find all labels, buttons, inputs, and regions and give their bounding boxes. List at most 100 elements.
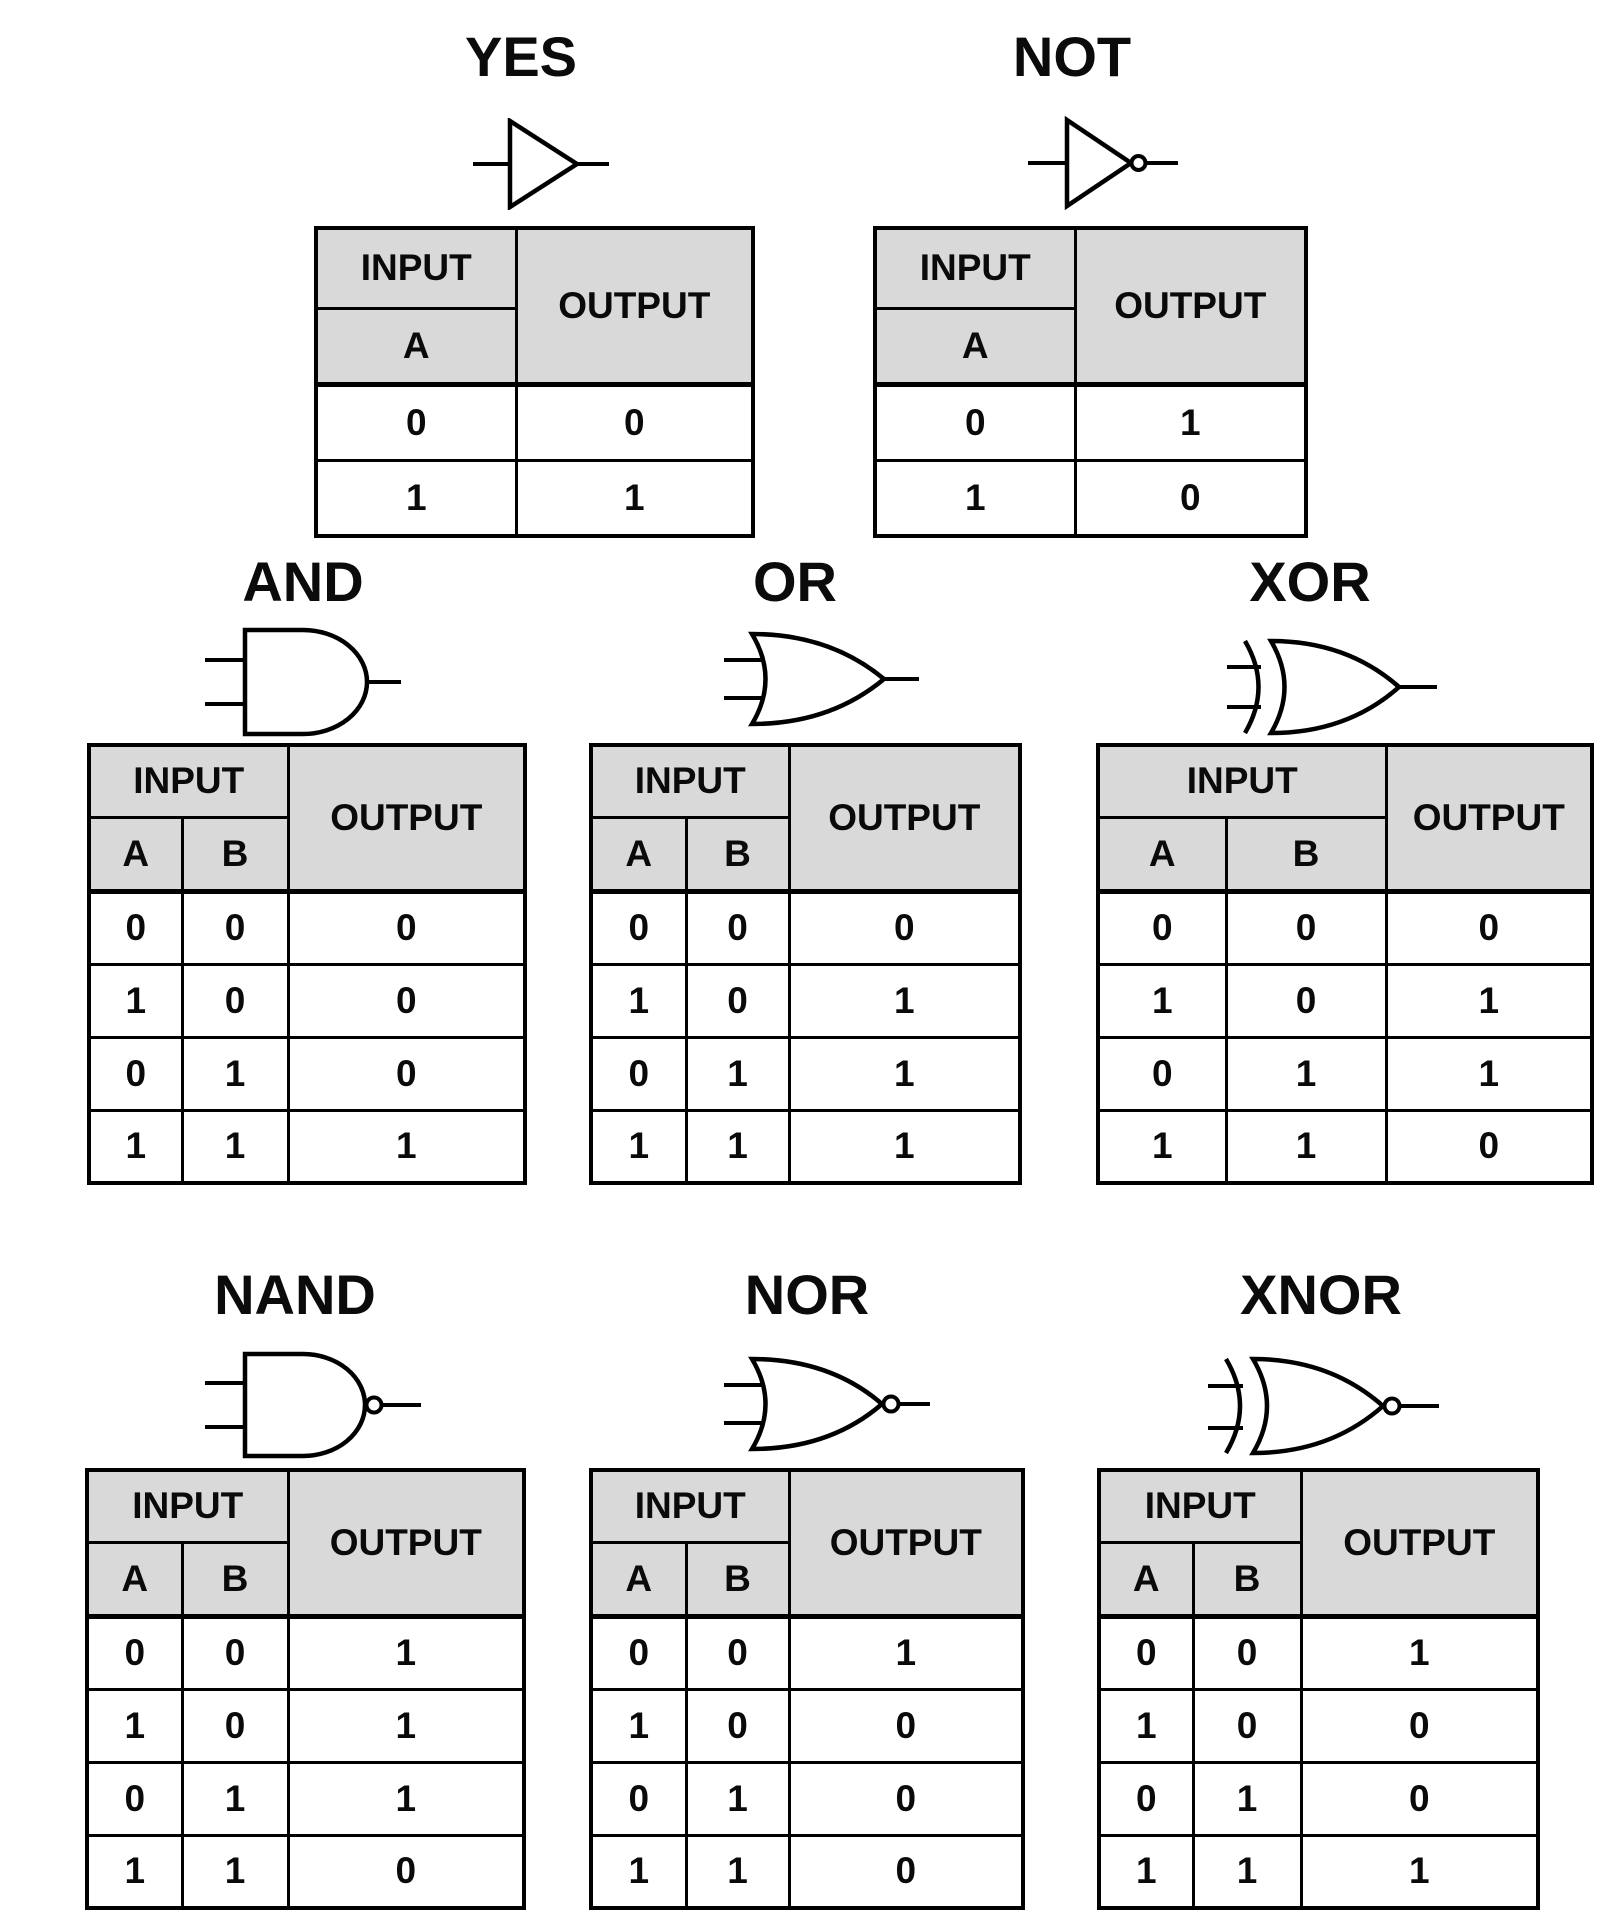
- truth-table-cell: 1: [286, 1687, 526, 1764]
- truth-table-header-cell: INPUT: [589, 743, 791, 818]
- not-gate-title: NOT: [1012, 25, 1132, 88]
- truth-table-cell: 0: [684, 1614, 791, 1691]
- truth-table-subheader-cell: B: [1224, 815, 1388, 893]
- truth-table-cell: 1: [85, 1833, 184, 1910]
- truth-table-cell: 1: [1299, 1833, 1540, 1910]
- and-truth-table: INPUT OUTPUT A B 0 0 0 1 0 0 0 1 0 1 1 1: [87, 743, 527, 1185]
- truth-table-cell: 1: [180, 1108, 290, 1185]
- nor-truth-table: INPUT OUTPUT A B 0 0 1 1 0 0 0 1 0 1 1 0: [589, 1468, 1025, 1910]
- truth-table-cell: 1: [1299, 1614, 1540, 1691]
- truth-table-cell: 1: [1224, 1035, 1388, 1112]
- truth-table-header-cell: INPUT: [85, 1468, 290, 1543]
- truth-table-subheader-cell: A: [873, 306, 1077, 386]
- truth-table-cell: 1: [286, 1108, 527, 1185]
- truth-table-cell: 0: [1097, 1760, 1195, 1837]
- xnor-truth-table: INPUT OUTPUT A B 0 0 1 1 0 0 0 1 0 1 1 1: [1097, 1468, 1540, 1910]
- xnor-gate-title: XNOR: [1240, 1263, 1402, 1326]
- nor-gate-icon: [724, 1356, 930, 1452]
- truth-table-cell: 0: [1384, 1108, 1594, 1185]
- truth-table-cell: 1: [787, 962, 1022, 1039]
- truth-table-cell: 0: [684, 1687, 791, 1764]
- truth-table-header-cell: OUTPUT: [1299, 1468, 1540, 1617]
- xor-truth-table: INPUT OUTPUT A B 0 0 0 1 0 1 0 1 1 1 1 0: [1096, 743, 1594, 1185]
- truth-table-cell: 0: [589, 889, 688, 966]
- xor-gate-icon: [1227, 638, 1437, 736]
- truth-table-subheader-cell: B: [1191, 1540, 1303, 1618]
- nand-gate-icon: [205, 1351, 421, 1459]
- truth-table-cell: 1: [589, 1108, 688, 1185]
- truth-table-header-cell: OUTPUT: [514, 226, 755, 385]
- nand-truth-table: INPUT OUTPUT A B 0 0 1 1 0 1 0 1 1 1 1 0: [85, 1468, 526, 1910]
- truth-table-cell: 0: [1224, 962, 1388, 1039]
- truth-table-cell: 1: [589, 1687, 688, 1764]
- truth-table-cell: 1: [1097, 1687, 1195, 1764]
- truth-table-cell: 1: [589, 962, 688, 1039]
- truth-table-cell: 0: [286, 1833, 526, 1910]
- truth-table-subheader-cell: A: [85, 1540, 184, 1618]
- truth-table-subheader-cell: A: [589, 1540, 688, 1618]
- truth-table-header-cell: OUTPUT: [1384, 743, 1594, 892]
- truth-table-header-cell: INPUT: [873, 226, 1077, 309]
- truth-table-subheader-cell: B: [180, 1540, 290, 1618]
- truth-table-cell: 1: [787, 1614, 1025, 1691]
- truth-table-header-cell: OUTPUT: [286, 743, 527, 892]
- truth-table-cell: 1: [1191, 1760, 1303, 1837]
- truth-table-cell: 1: [180, 1760, 290, 1837]
- truth-table-cell: 0: [180, 1614, 290, 1691]
- truth-table-cell: 1: [1096, 1108, 1228, 1185]
- truth-table-cell: 1: [787, 1035, 1022, 1112]
- truth-table-cell: 0: [589, 1760, 688, 1837]
- truth-table-header-cell: OUTPUT: [1073, 226, 1308, 385]
- truth-table-subheader-cell: A: [87, 815, 184, 893]
- truth-table-subheader-cell: B: [180, 815, 290, 893]
- truth-table-cell: 0: [87, 1035, 184, 1112]
- truth-table-cell: 0: [286, 889, 527, 966]
- truth-table-cell: 1: [873, 458, 1077, 538]
- truth-table-cell: 1: [1073, 382, 1308, 462]
- truth-table-cell: 0: [1299, 1760, 1540, 1837]
- truth-table-header-cell: INPUT: [87, 743, 290, 818]
- truth-table-cell: 0: [873, 382, 1077, 462]
- truth-table-cell: 1: [684, 1035, 791, 1112]
- truth-table-subheader-cell: A: [314, 306, 518, 386]
- truth-table-cell: 1: [180, 1833, 290, 1910]
- truth-table-cell: 1: [1384, 962, 1594, 1039]
- truth-table-cell: 0: [1073, 458, 1308, 538]
- truth-table-header-cell: INPUT: [1097, 1468, 1303, 1543]
- truth-table-cell: 0: [1096, 889, 1228, 966]
- truth-table-cell: 0: [589, 1035, 688, 1112]
- truth-table-cell: 0: [1096, 1035, 1228, 1112]
- truth-table-cell: 1: [286, 1760, 526, 1837]
- truth-table-cell: 1: [1097, 1833, 1195, 1910]
- xnor-gate-icon: [1208, 1356, 1439, 1456]
- truth-table-cell: 1: [1384, 1035, 1594, 1112]
- and-gate-title: AND: [242, 550, 364, 613]
- truth-table-cell: 1: [684, 1760, 791, 1837]
- truth-table-cell: 0: [787, 889, 1022, 966]
- truth-table-cell: 1: [684, 1833, 791, 1910]
- truth-table-header-cell: OUTPUT: [787, 1468, 1025, 1617]
- truth-table-subheader-cell: A: [1097, 1540, 1195, 1618]
- truth-table-cell: 0: [1224, 889, 1388, 966]
- truth-table-cell: 1: [286, 1614, 526, 1691]
- not-truth-table: INPUT OUTPUT A 0 1 1 0: [873, 226, 1308, 538]
- truth-table-cell: 1: [1096, 962, 1228, 1039]
- truth-table-cell: 0: [1191, 1614, 1303, 1691]
- or-gate-title: OR: [753, 550, 837, 613]
- truth-table-subheader-cell: A: [1096, 815, 1228, 893]
- truth-table-cell: 0: [1384, 889, 1594, 966]
- truth-table-cell: 0: [180, 889, 290, 966]
- truth-table-cell: 0: [787, 1687, 1025, 1764]
- truth-table-cell: 0: [1097, 1614, 1195, 1691]
- truth-table-subheader-cell: B: [684, 815, 791, 893]
- truth-table-cell: 1: [1191, 1833, 1303, 1910]
- nor-gate-title: NOR: [744, 1263, 870, 1326]
- truth-table-cell: 1: [180, 1035, 290, 1112]
- truth-table-cell: 0: [286, 962, 527, 1039]
- truth-table-header-cell: INPUT: [314, 226, 518, 309]
- or-truth-table: INPUT OUTPUT A B 0 0 0 1 0 1 0 1 1 1 1 1: [589, 743, 1022, 1185]
- truth-table-header-cell: INPUT: [589, 1468, 791, 1543]
- truth-table-cell: 0: [589, 1614, 688, 1691]
- truth-table-subheader-cell: B: [684, 1540, 791, 1618]
